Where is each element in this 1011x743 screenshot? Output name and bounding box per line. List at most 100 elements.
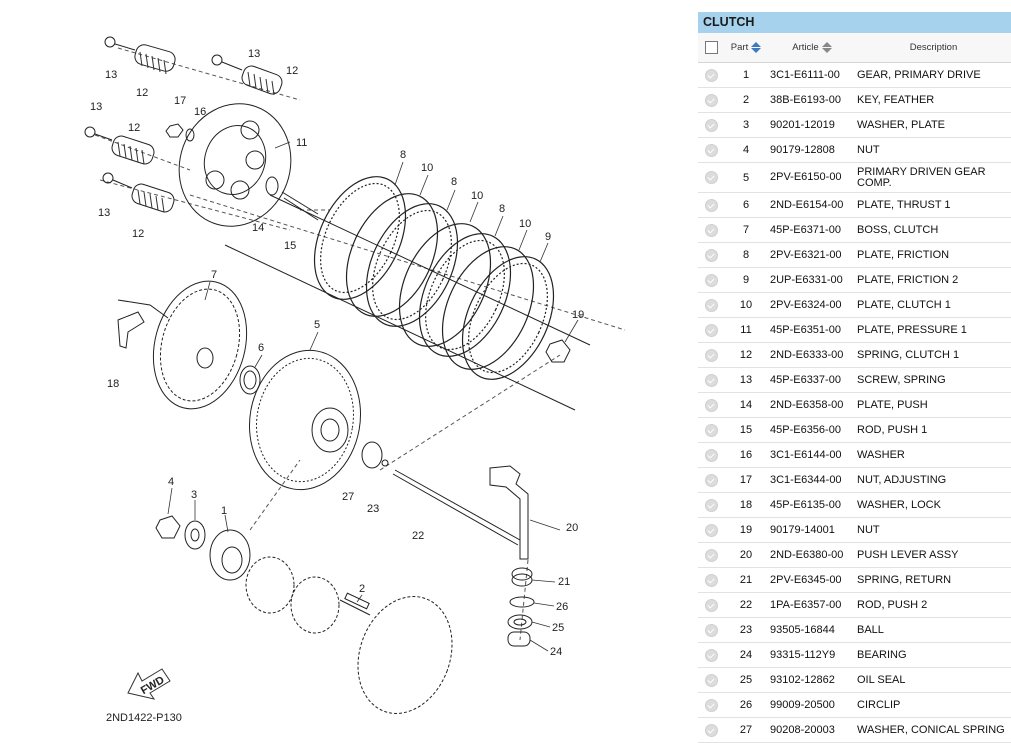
article-number-cell[interactable]: 2PV-E6321-00	[768, 242, 855, 268]
article-number-cell[interactable]: 93315-112Y9	[768, 642, 855, 668]
part-number-cell: 5	[724, 162, 768, 193]
check-circle-icon[interactable]	[704, 143, 718, 157]
check-circle-icon[interactable]	[704, 423, 718, 437]
check-circle-icon[interactable]	[704, 598, 718, 612]
check-circle-icon[interactable]	[704, 171, 718, 184]
callout-label: 12	[286, 65, 298, 77]
row-checkbox-cell	[698, 112, 724, 138]
article-number-cell[interactable]: 2ND-E6380-00	[768, 542, 855, 568]
check-circle-icon[interactable]	[704, 573, 718, 587]
article-number-cell[interactable]: 93505-16844	[768, 617, 855, 643]
article-number-cell[interactable]: 45P-E6337-00	[768, 367, 855, 393]
check-circle-icon[interactable]	[704, 348, 718, 362]
article-number-cell[interactable]: 45P-E6135-00	[768, 492, 855, 518]
check-circle-icon[interactable]	[704, 223, 718, 237]
check-circle-icon[interactable]	[704, 298, 718, 312]
article-number-cell[interactable]: 2ND-E6333-00	[768, 342, 855, 368]
article-number-cell[interactable]: 3C1-E6111-00	[768, 62, 855, 88]
article-number-cell[interactable]: 3C1-E6144-00	[768, 442, 855, 468]
row-checkbox-cell	[698, 517, 724, 543]
article-number-cell[interactable]: 2ND-E6154-00	[768, 192, 855, 218]
description-cell: WASHER, LOCK	[855, 492, 1011, 518]
article-number-cell[interactable]: 2ND-E6358-00	[768, 392, 855, 418]
part-column-header[interactable]: Part	[724, 33, 768, 63]
article-number-cell[interactable]: 93102-12862	[768, 667, 855, 693]
check-circle-icon[interactable]	[704, 723, 718, 737]
article-number-cell[interactable]: 90208-20003	[768, 717, 855, 743]
article-number-cell[interactable]: 2PV-E6324-00	[768, 292, 855, 318]
callout-label: 6	[258, 342, 264, 354]
part-number-cell: 16	[724, 442, 768, 468]
check-circle-icon[interactable]	[704, 673, 718, 687]
check-circle-icon[interactable]	[704, 198, 718, 212]
description-cell: PLATE, CLUTCH 1	[855, 292, 1011, 318]
check-circle-icon[interactable]	[704, 548, 718, 562]
article-number-cell[interactable]: 99009-20500	[768, 692, 855, 718]
article-number-cell[interactable]: 90179-12808	[768, 137, 855, 163]
article-number-cell[interactable]: 45P-E6351-00	[768, 317, 855, 343]
check-circle-icon[interactable]	[704, 398, 718, 412]
part-number-cell: 13	[724, 367, 768, 393]
article-number-cell[interactable]: 90179-14001	[768, 517, 855, 543]
part-number-cell: 8	[724, 242, 768, 268]
article-number-cell[interactable]: 2PV-E6345-00	[768, 567, 855, 593]
check-circle-icon[interactable]	[704, 323, 718, 337]
article-number-cell[interactable]: 45P-E6371-00	[768, 217, 855, 243]
sort-arrows-icon[interactable]	[821, 41, 832, 53]
check-circle-icon[interactable]	[704, 273, 718, 287]
article-number-cell[interactable]: 2UP-E6331-00	[768, 267, 855, 293]
diagram-code: 2ND1422-P130	[106, 712, 182, 724]
check-circle-icon[interactable]	[704, 648, 718, 662]
callout-label: 20	[566, 522, 578, 534]
description-cell: SCREW, SPRING	[855, 367, 1011, 393]
article-number-cell[interactable]: 3C1-E6344-00	[768, 467, 855, 493]
callout-label: 8	[499, 203, 505, 215]
check-circle-icon[interactable]	[704, 523, 718, 537]
check-circle-icon[interactable]	[704, 93, 718, 107]
check-circle-icon[interactable]	[704, 698, 718, 712]
select-all-checkbox[interactable]	[704, 41, 718, 54]
check-circle-icon[interactable]	[704, 498, 718, 512]
article-number-cell[interactable]: 2PV-E6150-00	[768, 162, 855, 193]
check-circle-icon[interactable]	[704, 68, 718, 82]
check-circle-icon[interactable]	[704, 623, 718, 637]
check-circle-icon[interactable]	[704, 248, 718, 262]
article-number-cell[interactable]: 45P-E6356-00	[768, 417, 855, 443]
article-number-cell[interactable]: 90201-12019	[768, 112, 855, 138]
article-column-header[interactable]: Article	[768, 33, 855, 63]
check-circle-icon[interactable]	[704, 448, 718, 462]
check-circle-icon[interactable]	[704, 373, 718, 387]
sort-arrows-icon[interactable]	[751, 41, 762, 53]
article-number-cell[interactable]: 38B-E6193-00	[768, 87, 855, 113]
check-circle-icon[interactable]	[704, 118, 718, 132]
check-circle-icon[interactable]	[704, 473, 718, 487]
article-number-cell[interactable]: 1PA-E6357-00	[768, 592, 855, 618]
